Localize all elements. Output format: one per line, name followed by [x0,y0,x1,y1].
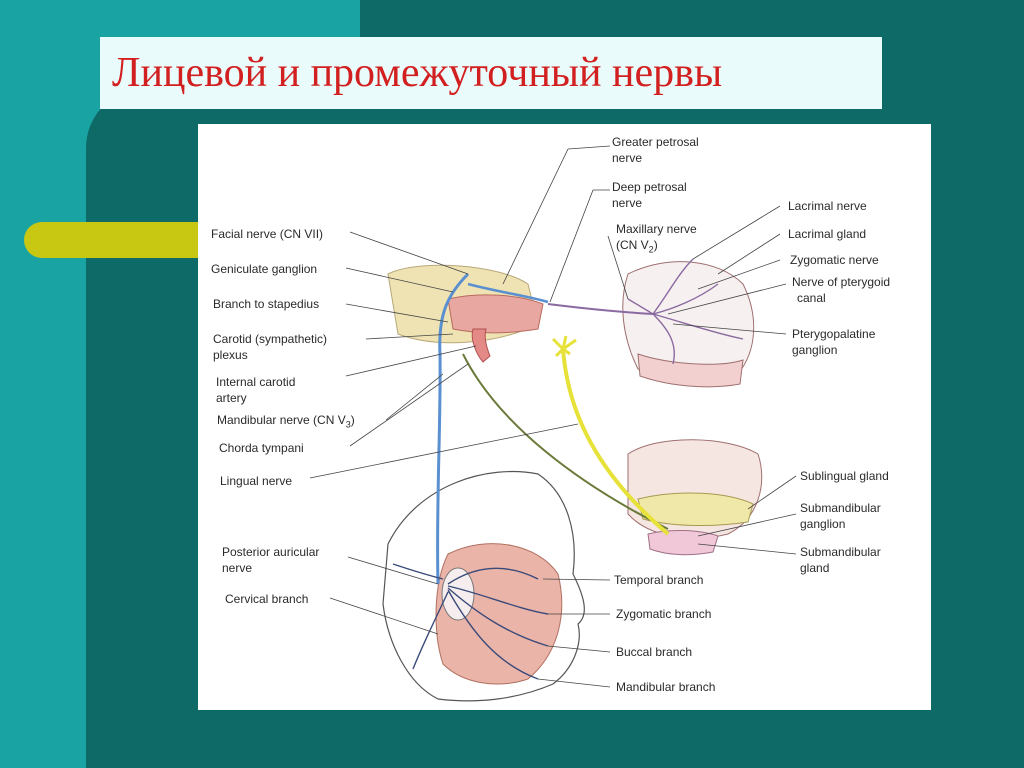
label-posterior-auricular-line2: nerve [222,561,253,575]
facial-branches [392,563,549,680]
leader-lines [309,145,797,688]
label-pterygopalatine-line1: Pterygopalatine [792,327,876,341]
label-carotid-plexus-line1: Carotid (sympathetic) [213,332,328,346]
sublingual-gland-shape [637,492,754,527]
accent-bar [24,222,224,258]
label-deep-petrosal-line1: Deep petrosal [612,180,687,194]
label-maxillary-nerve-line1: Maxillary nerve [616,222,697,236]
label-buccal-branch: Buccal branch [616,645,693,659]
internal-carotid-artery-shape [471,328,491,363]
label-chorda-tympani: Chorda tympani [219,441,304,455]
label-pterygoid-canal-line1: Nerve of pterygoid [792,275,891,289]
label-posterior-auricular-line1: Posterior auricular [222,545,320,559]
label-greater-petrosal-line1: Greater petrosal [612,135,699,149]
label-maxillary-nerve-sub: 2 [648,244,654,255]
label-internal-carotid-line1: Internal carotid [216,375,296,389]
anatomy-figure: Facial nerve (CN VII) Geniculate ganglio… [198,124,931,710]
label-submandibular-ganglion-line2: ganglion [800,517,846,531]
label-lacrimal-gland: Lacrimal gland [788,227,867,241]
label-submandibular-gland: Submandibular gland [800,544,881,576]
ear [441,567,475,621]
label-pterygoid-canal-line2: canal [797,291,826,305]
label-lingual-nerve: Lingual nerve [220,474,293,488]
petrous-tissue [447,294,544,334]
nerve-of-pterygoid-canal [547,303,654,315]
label-internal-carotid: Internal carotid artery [216,374,295,406]
chorda-tympani [462,353,669,530]
lingual-nerve [561,348,670,536]
title-box: Лицевой и промежуточный нервы [100,37,882,109]
label-branch-to-stapedius: Branch to stapedius [213,297,320,311]
label-posterior-auricular: Posterior auricular nerve [222,544,319,576]
label-temporal-branch: Temporal branch [614,573,704,587]
head-profile [382,470,585,702]
pterygopalatine-ganglion-branches [627,258,744,365]
submandibular-gland-shape [647,529,719,556]
label-maxillary-nerve-text: (CN V [616,238,649,252]
label-mandibular-nerve: Mandibular nerve (CN V3) [217,412,355,432]
label-zygomatic-branch: Zygomatic branch [616,607,712,621]
label-maxillary-nerve: Maxillary nerve (CN V2) [616,221,697,257]
label-cervical-branch: Cervical branch [225,592,309,606]
label-submandibular-ganglion: Submandibular ganglion [800,500,881,532]
label-carotid-plexus-line2: plexus [213,348,248,362]
lingual-nerve-fan [551,335,577,358]
label-lacrimal-nerve: Lacrimal nerve [788,199,867,213]
anatomy-illustration [309,145,797,702]
label-greater-petrosal-line2: nerve [612,151,643,165]
label-pterygopalatine-line2: ganglion [792,343,838,357]
label-maxillary-nerve-line2: (CN V2) [616,237,697,257]
geniculate-to-greater-petrosal [467,282,549,304]
label-submandibular-gland-line2: gland [800,561,830,575]
label-deep-petrosal: Deep petrosal nerve [612,179,687,211]
label-carotid-plexus: Carotid (sympathetic) plexus [213,331,327,363]
label-geniculate-ganglion: Geniculate ganglion [211,262,318,276]
label-facial-nerve: Facial nerve (CN VII) [211,227,324,241]
label-deep-petrosal-line2: nerve [612,196,643,210]
label-maxillary-nerve-end: ) [653,238,658,252]
label-mandibular-nerve-text: Mandibular nerve (CN V [217,413,346,427]
slide-title: Лицевой и промежуточный нервы [112,50,723,96]
label-pterygoid-canal: Nerve of pterygoid canal [792,274,890,306]
label-mandibular-branch: Mandibular branch [616,680,716,694]
label-greater-petrosal: Greater petrosal nerve [612,134,699,166]
label-zygomatic-nerve: Zygomatic nerve [790,253,879,267]
label-mandibular-nerve-end: ) [350,413,355,427]
label-submandibular-ganglion-line1: Submandibular [800,501,881,515]
label-sublingual-gland: Sublingual gland [800,469,889,483]
facial-nerve-trunk [436,272,470,585]
label-internal-carotid-line2: artery [216,391,247,405]
label-pterygopalatine: Pterygopalatine ganglion [792,326,875,358]
label-submandibular-gland-line1: Submandibular [800,545,881,559]
label-mandibular-nerve-sub: 3 [345,419,351,430]
